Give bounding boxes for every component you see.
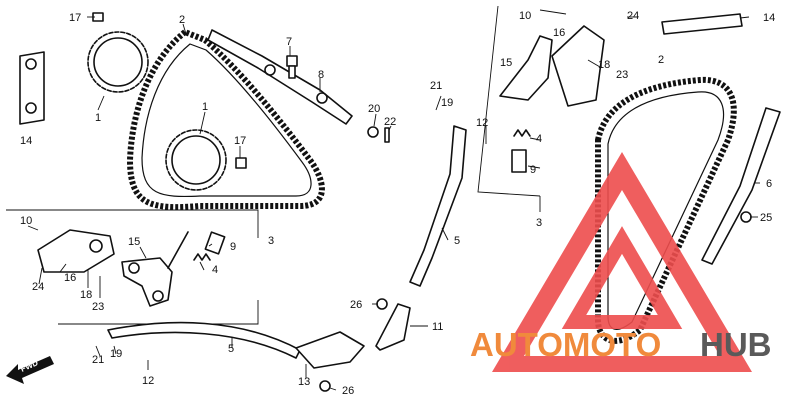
callout-17: 17 xyxy=(234,135,246,147)
callout-9: 9 xyxy=(230,241,236,253)
watermark-text-dark: HUB xyxy=(700,326,772,363)
callout-18: 18 xyxy=(80,289,92,301)
spring-9-left xyxy=(204,231,226,255)
pin-22 xyxy=(384,127,390,143)
callout-labels: 17 2 7 8 1 1 14 17 20 22 10 3 15 9 4 16 … xyxy=(20,10,775,397)
spring-9-right xyxy=(511,149,527,173)
callout-19: 19 xyxy=(441,97,453,109)
callout-15: 15 xyxy=(500,57,512,69)
callout-5: 5 xyxy=(454,235,460,247)
callout-22: 22 xyxy=(384,116,396,128)
callout-2: 2 xyxy=(658,54,664,66)
callout-16: 16 xyxy=(553,27,565,39)
watermark-triangle-inner xyxy=(561,226,683,329)
chain-guide-5-middle xyxy=(409,125,467,287)
group-frame-right xyxy=(477,5,541,197)
callout-18: 18 xyxy=(598,59,610,71)
chain-guide-upper xyxy=(207,29,353,125)
spring-4-left xyxy=(193,253,211,261)
bracket-13 xyxy=(295,331,365,369)
callout-11: 11 xyxy=(432,321,443,333)
callout-24: 24 xyxy=(32,281,44,293)
callout-3: 3 xyxy=(536,217,542,229)
callout-21: 21 xyxy=(92,354,104,366)
callout-20: 20 xyxy=(368,103,380,115)
group-frame-left xyxy=(6,209,259,325)
spring-4-right xyxy=(513,129,531,137)
callout-10: 10 xyxy=(519,10,531,22)
tensioner-body-16-left xyxy=(37,229,115,273)
bolt-25 xyxy=(740,211,752,223)
callout-1: 1 xyxy=(202,101,208,113)
watermark-text-accent: AUTOMOTO xyxy=(470,326,661,363)
leader-lines xyxy=(27,9,760,391)
callout-15: 15 xyxy=(128,236,140,248)
bolt-17-lower xyxy=(235,157,247,169)
callout-10: 10 xyxy=(20,215,32,227)
watermark-logo xyxy=(492,152,752,372)
callout-6: 6 xyxy=(766,178,772,190)
callout-21: 21 xyxy=(430,80,442,92)
callout-2: 2 xyxy=(179,14,185,26)
bolt-7 xyxy=(286,55,298,79)
callout-17: 17 xyxy=(69,12,81,24)
callout-16: 16 xyxy=(64,272,76,284)
callout-12: 12 xyxy=(476,117,488,129)
callout-1: 1 xyxy=(95,112,101,124)
bracket-14-right xyxy=(661,13,743,35)
chain-guide-6 xyxy=(701,107,781,265)
callout-13: 13 xyxy=(298,376,310,388)
tensioner-body-16-right xyxy=(551,25,605,107)
tensioner-arm-15-left xyxy=(121,257,173,307)
callout-24: 24 xyxy=(627,10,639,22)
callout-9: 9 xyxy=(530,164,536,176)
callout-14: 14 xyxy=(20,135,32,147)
rod-left xyxy=(167,231,189,269)
callout-14: 14 xyxy=(763,12,775,24)
cam-sprocket-lower xyxy=(165,129,227,191)
bracket-11 xyxy=(375,303,411,351)
tensioner-arm-15-right xyxy=(499,35,553,101)
callout-12: 12 xyxy=(142,375,154,387)
washer-20 xyxy=(367,126,379,138)
callout-5: 5 xyxy=(228,343,234,355)
callout-25: 25 xyxy=(760,212,772,224)
callout-19: 19 xyxy=(110,348,122,360)
forward-arrow: FWD xyxy=(6,356,54,384)
callout-8: 8 xyxy=(318,69,324,81)
cam-chain-left xyxy=(126,28,325,211)
callout-26: 26 xyxy=(350,299,362,311)
callout-4: 4 xyxy=(536,133,542,145)
bolt-26-lower xyxy=(319,380,331,392)
bracket-14-left xyxy=(19,51,45,125)
callout-7: 7 xyxy=(286,36,292,48)
callout-23: 23 xyxy=(616,69,628,81)
callout-26: 26 xyxy=(342,385,354,397)
watermark-triangle xyxy=(492,152,752,372)
bolt-26-upper xyxy=(376,298,388,310)
cam-sprocket-upper xyxy=(87,31,149,93)
callout-23: 23 xyxy=(92,301,104,313)
callout-3: 3 xyxy=(268,235,274,247)
chain-guide-5-lower xyxy=(107,321,301,359)
callout-4: 4 xyxy=(212,264,218,276)
